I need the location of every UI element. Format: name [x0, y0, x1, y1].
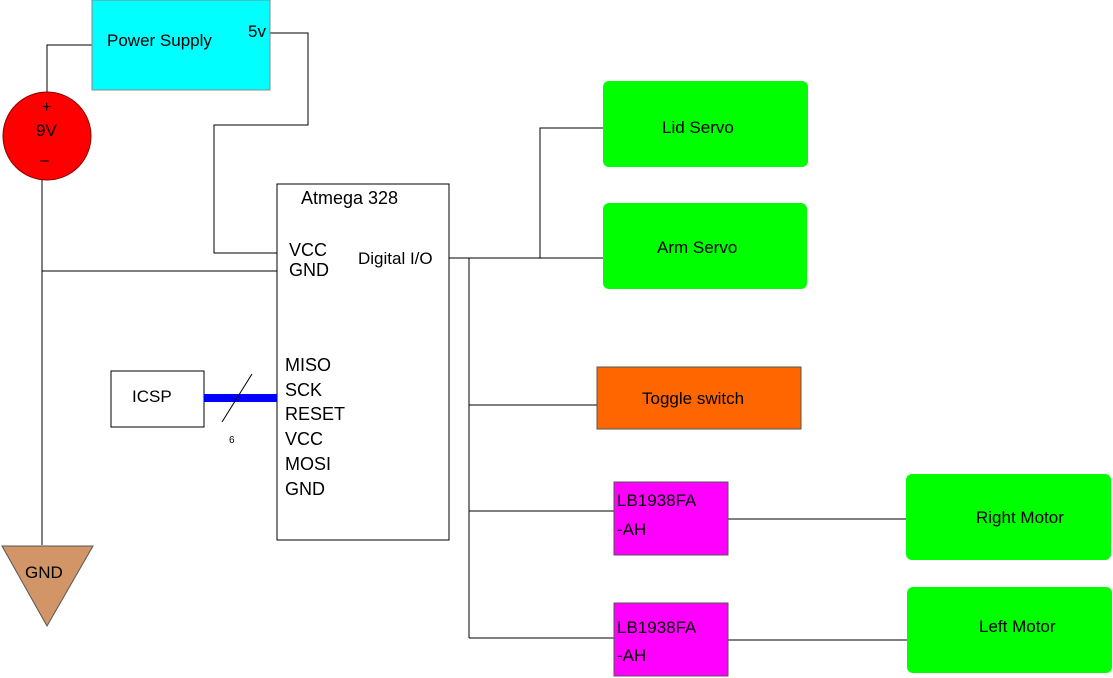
left-motor-block: Left Motor	[907, 587, 1112, 673]
battery-minus-label: –	[40, 152, 49, 169]
power-supply-box	[91, 0, 271, 91]
motor-driver-1-label-line2: -AH	[617, 520, 646, 539]
wire-to-lid-servo	[539, 127, 603, 258]
icsp-bus-width: 6	[229, 435, 235, 446]
motor-driver-1-box	[613, 481, 729, 556]
icsp-bus-slash	[221, 373, 253, 423]
right-motor-box	[906, 474, 1111, 560]
lid-servo-block: Lid Servo	[603, 81, 808, 167]
mcu-icsp-pin: MISO	[285, 355, 331, 375]
ground-block: GND	[1, 545, 94, 628]
mcu-pin-digital-io: Digital I/O	[358, 249, 433, 268]
icsp-box	[110, 370, 205, 428]
motor-driver-1-block: LB1938FA -AH	[613, 481, 729, 556]
motor-driver-2-label-line2: -AH	[617, 646, 646, 665]
motor-driver-2-box	[613, 602, 729, 677]
mcu-block: Atmega 328 VCC GND Digital I/O MISO SCK …	[276, 183, 450, 541]
lid-servo-label: Lid Servo	[662, 118, 734, 137]
wire-battery-to-power	[46, 44, 92, 93]
arm-servo-block: Arm Servo	[603, 203, 807, 289]
power-supply-label: Power Supply	[107, 31, 212, 50]
mcu-title: Atmega 328	[301, 188, 398, 208]
motor-driver-2-block: LB1938FA -AH	[613, 602, 729, 677]
right-motor-block: Right Motor	[906, 474, 1111, 560]
left-motor-box	[907, 587, 1112, 673]
ground-triangle	[1, 545, 94, 628]
mcu-icsp-pin: VCC	[285, 429, 323, 449]
right-motor-label: Right Motor	[976, 508, 1064, 527]
battery-voltage-label: 9V	[36, 121, 57, 140]
battery-plus-label: +	[42, 99, 51, 116]
mcu-icsp-pin: RESET	[285, 404, 345, 424]
arm-servo-label: Arm Servo	[657, 238, 737, 257]
power-supply-block: Power Supply 5v	[91, 0, 271, 91]
arm-servo-box	[603, 203, 807, 289]
mcu-icsp-pin: GND	[285, 479, 325, 499]
left-motor-label: Left Motor	[979, 617, 1056, 636]
lid-servo-box	[603, 81, 808, 167]
toggle-switch-box	[596, 366, 802, 430]
icsp-label: ICSP	[132, 387, 172, 406]
mcu-box	[276, 183, 450, 541]
power-supply-5v-label: 5v	[248, 22, 266, 41]
mcu-pin-gnd: GND	[289, 260, 329, 280]
motor-driver-2-label-line1: LB1938FA	[617, 618, 697, 637]
motor-driver-1-label-line1: LB1938FA	[617, 491, 697, 510]
wire-5v-to-vcc	[213, 32, 309, 254]
mcu-pin-vcc: VCC	[289, 240, 327, 260]
icsp-block: ICSP 6	[110, 370, 277, 446]
battery-block: + 9V –	[2, 91, 92, 181]
mcu-icsp-pin: SCK	[285, 380, 322, 400]
battery-circle	[2, 91, 92, 181]
wires	[41, 32, 908, 641]
toggle-switch-block: Toggle switch	[596, 366, 802, 430]
ground-label: GND	[25, 563, 63, 582]
toggle-switch-label: Toggle switch	[642, 389, 744, 408]
mcu-icsp-pin: MOSI	[285, 454, 331, 474]
